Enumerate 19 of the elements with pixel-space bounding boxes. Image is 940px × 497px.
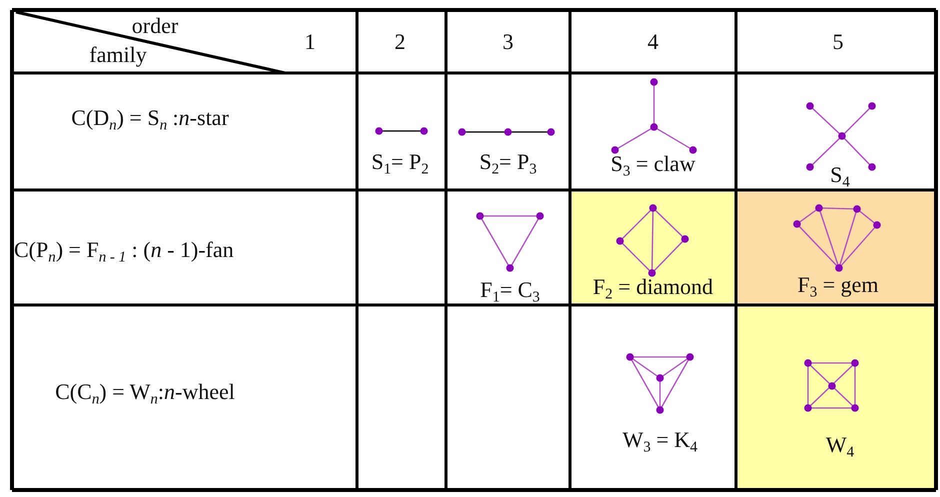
table-cell-text: S$_{3}$ = claw: [610, 153, 696, 175]
table-cell-text: S$_{4}$: [830, 164, 850, 186]
table-cell-text: F$_{1}$= C$_{3}$: [480, 279, 540, 301]
column-header: 1: [304, 31, 316, 53]
table-cell-text: S$_{2}$= P$_{3}$: [479, 151, 537, 173]
column-header: 3: [502, 31, 514, 53]
table-cell-text: C(C$_{n}$) = W$_{n}$:n-wheel: [55, 381, 235, 403]
table-cell-text: W$_{4}$: [826, 434, 854, 456]
table-cell-text: C(D$_{n}$) = S$_{n}$ :n-star: [71, 107, 229, 129]
column-header: order: [132, 15, 178, 37]
table-cell-text: F$_{2}$ = diamond: [592, 276, 714, 298]
table-cell-text: C(P$_{n}$) = F$_{n - 1}$ : (n - 1)-fan: [14, 239, 234, 261]
table-cell-text: W$_{3}$ = K$_{4}$: [622, 429, 698, 451]
column-header: 5: [832, 31, 844, 53]
column-header: family: [89, 44, 147, 66]
table-cell-text: S$_{1}$= P$_{2}$: [371, 151, 429, 173]
column-header: 4: [648, 31, 658, 53]
column-header: 2: [394, 31, 406, 53]
table-cell-text: F$_{3}$ = gem: [797, 274, 879, 296]
